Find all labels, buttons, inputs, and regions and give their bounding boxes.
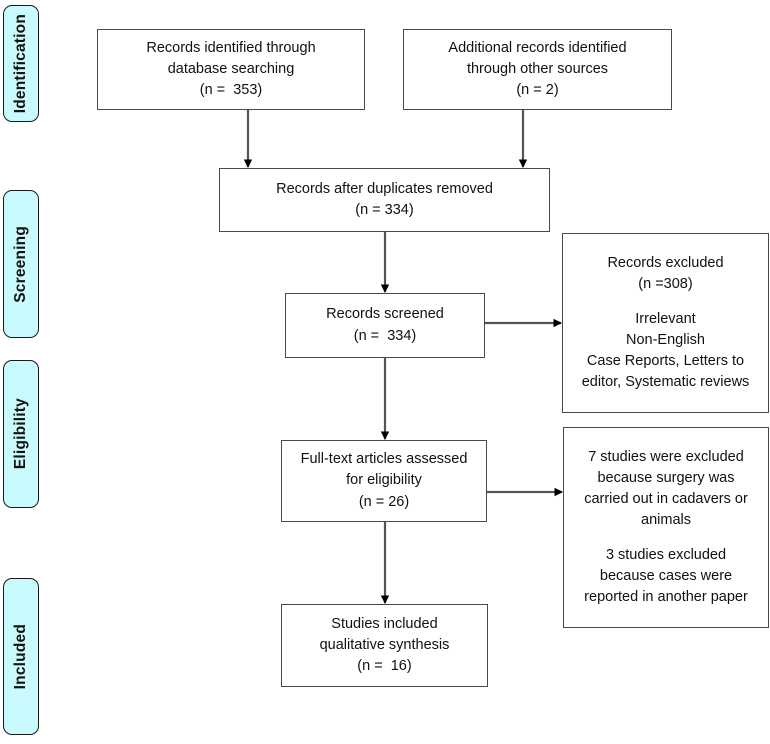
box-line: (n =308) [638, 275, 693, 292]
box-additional-records-other-sources: Additional records identified through ot… [403, 29, 672, 110]
box-line: Irrelevant [635, 310, 696, 327]
box-line: qualitative synthesis [319, 636, 450, 653]
stage-label-eligibility-text: Eligibility [12, 398, 29, 470]
box-line: Records identified through [146, 39, 316, 56]
stage-label-eligibility: Eligibility [3, 360, 39, 508]
stage-label-screening: Screening [3, 190, 39, 338]
box-line: Full-text articles assessed [300, 451, 468, 468]
stage-label-identification: Identification [3, 5, 39, 122]
box-line: Records after duplicates removed [276, 180, 493, 197]
box-records-identified-database: Records identified through database sear… [97, 29, 365, 110]
box-line: (n = 334) [353, 327, 417, 344]
stage-label-included: Included [3, 578, 39, 735]
box-line: reported in another paper [584, 589, 748, 606]
box-records-excluded: Records excluded (n =308) Irrelevant Non… [562, 233, 769, 413]
box-line: animals [641, 511, 691, 528]
box-line: database searching [167, 60, 295, 77]
box-full-text-articles-excluded: 7 studies were excluded because surgery … [563, 427, 769, 628]
box-line: Additional records identified [448, 39, 627, 56]
box-line: (n = 2) [516, 82, 559, 98]
box-line: Studies included [331, 615, 438, 632]
box-line: editor, Systematic reviews [581, 374, 750, 391]
box-line: because cases were [599, 568, 733, 585]
box-line: (n = 353) [199, 82, 263, 98]
box-studies-included-qualitative-synthesis: Studies included qualitative synthesis (… [281, 604, 488, 687]
box-line: (n = 334) [355, 202, 414, 218]
box-line: through other sources [466, 60, 609, 77]
box-line: because surgery was [597, 469, 735, 486]
box-records-screened: Records screened (n = 334) [285, 293, 485, 358]
box-line: 7 studies were excluded [588, 448, 744, 465]
box-full-text-articles-assessed: Full-text articles assessed for eligibil… [281, 440, 487, 522]
box-line: 3 studies excluded [605, 547, 727, 563]
stage-label-included-text: Included [12, 623, 29, 690]
box-line: for eligibility [346, 472, 422, 489]
box-line: Non-English [626, 332, 705, 348]
box-line: Case Reports, Letters to [586, 353, 745, 370]
box-line: Records excluded [607, 254, 724, 271]
box-records-after-duplicates-removed: Records after duplicates removed (n = 33… [219, 168, 550, 232]
box-line: (n = 16) [357, 658, 412, 674]
box-line: Records screened [326, 306, 444, 323]
box-line: (n = 26) [358, 493, 410, 510]
stage-label-identification-text: Identification [12, 13, 29, 114]
stage-label-screening-text: Screening [12, 225, 29, 303]
box-line: carried out in cadavers or [584, 490, 748, 507]
